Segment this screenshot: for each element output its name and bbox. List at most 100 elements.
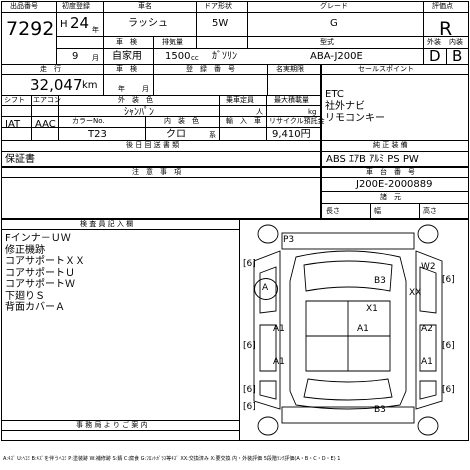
inspection-line: 修正機跡 bbox=[5, 244, 45, 256]
mark-bracket: [6] bbox=[442, 275, 455, 285]
car-diagram bbox=[253, 224, 443, 436]
mark-a1-center: A1 bbox=[357, 324, 369, 334]
color-no-value: T23 bbox=[88, 129, 107, 140]
mark-xx: XX bbox=[409, 288, 422, 298]
color-no-label: カラーNo. bbox=[72, 117, 105, 125]
length-label: 長さ bbox=[326, 207, 340, 215]
mark-b3-rear: B3 bbox=[374, 405, 386, 415]
car-name-value: ラッシュ bbox=[128, 18, 168, 29]
load-unit: kg bbox=[308, 108, 317, 116]
inspection-line: コアサポートＷ bbox=[5, 279, 75, 290]
aircon-label: エアコン bbox=[33, 96, 61, 104]
car-inspection-label: 車 検 bbox=[116, 65, 137, 73]
era-letter: H bbox=[60, 19, 68, 30]
inspection-line: 下廻りＳ bbox=[5, 290, 45, 302]
mileage-unit: km bbox=[82, 80, 98, 91]
mark-bracket: [6] bbox=[243, 402, 256, 412]
inspection-line: コアサポートＸＸ bbox=[5, 256, 85, 267]
equipment-value: ABS ｴｱB ｱﾙﾐ PS PW bbox=[326, 154, 419, 165]
mileage-value: 32,047 bbox=[30, 76, 83, 94]
int-color-suffix: 系 bbox=[209, 131, 216, 139]
int-color-value: クロ bbox=[166, 129, 186, 140]
mark-x1: X1 bbox=[366, 304, 378, 314]
shift-label: シフト bbox=[4, 96, 25, 104]
notes-label: 注 意 事 項 bbox=[132, 168, 181, 176]
history-value: 保証書 bbox=[5, 154, 35, 165]
displacement-unit: cc bbox=[191, 54, 199, 62]
inspection-year-unit: 年 bbox=[118, 85, 125, 93]
exterior-label: 外装 bbox=[427, 38, 441, 46]
grade-value: G bbox=[330, 18, 338, 29]
ext-color-label: 外 装 色 bbox=[118, 96, 153, 104]
interior-label: 内装 bbox=[449, 38, 463, 46]
usage-value: 自家用 bbox=[112, 51, 142, 62]
notes-frame bbox=[1, 167, 321, 219]
sales-point-label: セールスポイント bbox=[358, 65, 414, 73]
sales-point-frame bbox=[321, 64, 469, 167]
import-label: 輸 入 車 bbox=[226, 117, 261, 125]
inspection-notes: Fインナ－ＵＷ 修正機跡 コアサポートＸＸ コアサポートＵ コアサポートＷ 下廻… bbox=[5, 233, 85, 314]
displacement-value: 1500 bbox=[165, 51, 191, 62]
inspection-frame bbox=[1, 219, 469, 441]
fuel-value: ｶﾞｿﾘﾝ bbox=[212, 51, 237, 62]
reg-month: 9 bbox=[72, 51, 79, 62]
dims-label: 諸 元 bbox=[380, 193, 401, 201]
mark-p3: P3 bbox=[283, 235, 295, 245]
inspection-label: 車 検 bbox=[116, 38, 137, 46]
first-reg-label: 初度登録 bbox=[62, 2, 90, 10]
history-label: 後 日 回 送 書 類 bbox=[126, 141, 180, 149]
reg-no-label: 登 録 番 号 bbox=[186, 65, 235, 73]
model-value: ABA-J200E bbox=[310, 51, 363, 62]
mark-bracket: [6] bbox=[243, 259, 256, 269]
aircon-value: AAC bbox=[35, 119, 56, 130]
mark-a-circle bbox=[254, 278, 278, 300]
inspection-label: 検 査 員 記 入 欄 bbox=[80, 220, 134, 228]
score-value: R bbox=[439, 18, 453, 40]
doors-label: ドア形状 bbox=[204, 2, 232, 10]
inspection-line: Fインナ－ＵＷ bbox=[5, 233, 71, 244]
mark-bracket: [6] bbox=[243, 341, 256, 351]
height-label: 高さ bbox=[423, 207, 437, 215]
recycle-value: 9,410円 bbox=[272, 129, 311, 140]
width-label: 幅 bbox=[374, 207, 381, 215]
capacity-unit: 人 bbox=[256, 108, 263, 116]
mark-a1-lower-left: A1 bbox=[273, 357, 285, 367]
equipment-label: 純 正 装 備 bbox=[373, 141, 408, 149]
doors-value: 5W bbox=[212, 18, 229, 29]
sales-point-3: リモコンキー bbox=[325, 113, 385, 124]
grade-label: グレード bbox=[320, 2, 348, 10]
interior-grade: B bbox=[452, 47, 463, 65]
mileage-label: 走 行 bbox=[40, 65, 61, 73]
car-name-label: 車名 bbox=[138, 2, 152, 10]
capacity-label: 乗車定員 bbox=[226, 96, 254, 104]
details-frame bbox=[1, 64, 321, 167]
inspection-date-label: 名実期限 bbox=[276, 65, 304, 73]
sales-point-2: 社外ナビ bbox=[325, 101, 365, 112]
lot-no-label: 出品番号 bbox=[10, 2, 38, 10]
reg-month-unit: 月 bbox=[92, 54, 99, 62]
mark-w2: W2 bbox=[421, 262, 436, 272]
chassis-label: 車 台 番 号 bbox=[366, 168, 415, 176]
shift-value: IAT bbox=[5, 119, 21, 130]
mark-a2: A2 bbox=[421, 324, 433, 334]
displacement-label: 排気量 bbox=[162, 38, 183, 46]
mark-bracket: [6] bbox=[442, 385, 455, 395]
max-load-label: 最大積載量 bbox=[274, 96, 309, 104]
score-label: 評価点 bbox=[432, 2, 453, 10]
lot-number: 7292 bbox=[6, 18, 55, 40]
inspection-line: コアサポートＵ bbox=[5, 267, 75, 279]
recycle-label: リサイクル預託金 bbox=[269, 117, 325, 125]
mark-bracket: [6] bbox=[243, 385, 256, 395]
inspection-month-unit: 月 bbox=[142, 85, 149, 93]
reg-year-unit: 年 bbox=[92, 26, 99, 34]
exterior-grade: D bbox=[429, 47, 441, 65]
chassis-value: J200E-2000889 bbox=[356, 179, 433, 190]
model-label: 型式 bbox=[320, 38, 334, 46]
footer-legend: A:ｷｽﾞ U:ﾍｺﾐ B:ｷｽﾞを伴うﾍｺﾐ P:塗装跡 W:補修跡 S:錆 … bbox=[3, 456, 341, 462]
reg-year: 24 bbox=[70, 14, 90, 32]
mark-bracket: [6] bbox=[442, 341, 455, 351]
mark-a: A bbox=[262, 283, 269, 293]
ext-color-value: ｼｬﾝﾊﾟﾝ bbox=[124, 107, 154, 118]
sales-point-1: ETC bbox=[325, 89, 344, 100]
